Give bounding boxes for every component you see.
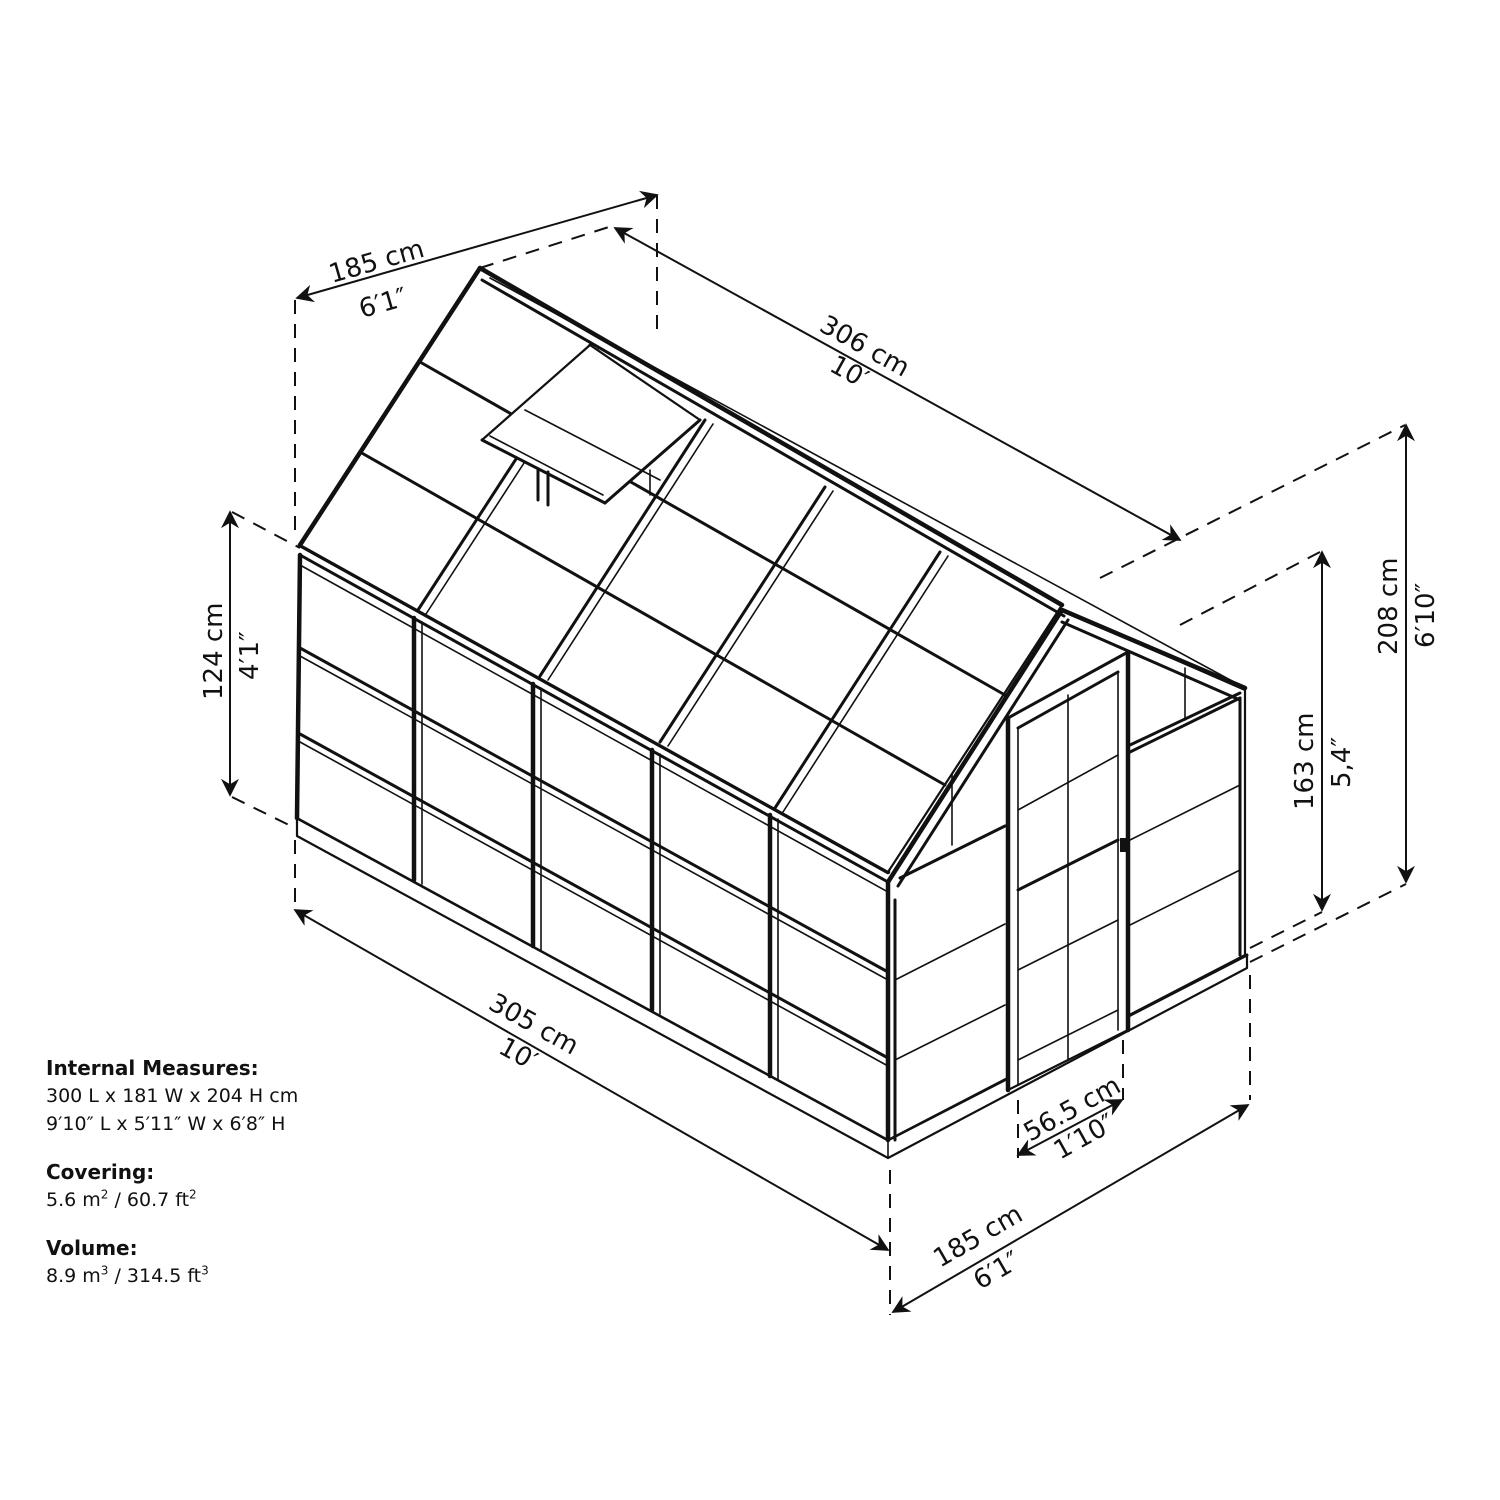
volume-value: 8.9 m3 / 314.5 ft3 (46, 1262, 466, 1290)
door[interactable] (1005, 649, 1131, 1093)
label-wall-height-imperial: 4′1″ (235, 631, 265, 680)
label-wall-height-metric: 124 cm (199, 602, 229, 700)
covering-value: 5.6 m2 / 60.7 ft2 (46, 1186, 466, 1214)
internal-measures: Internal Measures: 300 L x 181 W x 204 H… (46, 1054, 466, 1138)
greenhouse-structure (294, 265, 1249, 1160)
label-door-height-metric: 163 cm (1290, 712, 1320, 810)
specs-panel: Internal Measures: 300 L x 181 W x 204 H… (46, 1054, 466, 1310)
covering-separator: / (108, 1189, 127, 1211)
label-roof-width-imperial: 6′1″ (356, 282, 411, 324)
internal-measures-title: Internal Measures: (46, 1056, 259, 1080)
volume-metric-exp: 3 (100, 1263, 109, 1278)
covering: Covering: 5.6 m2 / 60.7 ft2 (46, 1158, 466, 1214)
internal-measures-imperial: 9′10″ L x 5′11″ W x 6′8″ H (46, 1113, 286, 1135)
door-handle-icon (1120, 838, 1130, 852)
volume-imperial: 314.5 ft (126, 1265, 202, 1287)
dimension-lines (221, 190, 1415, 1315)
label-peak-height-imperial: 6′10″ (1411, 582, 1441, 648)
volume-separator: / (108, 1265, 127, 1287)
label-roof-width-metric: 185 cm (326, 234, 428, 290)
internal-measures-metric: 300 L x 181 W x 204 H cm (46, 1085, 299, 1107)
volume-title: Volume: (46, 1236, 138, 1260)
volume-metric: 8.9 m (46, 1265, 101, 1287)
covering-imperial: 60.7 ft (126, 1189, 190, 1211)
covering-metric-exp: 2 (100, 1187, 109, 1202)
label-door-height-imperial: 5,4″ (1327, 737, 1357, 788)
dimension-labels: 185 cm 6′1″ 306 cm 10′ 124 cm 4′1″ 163 c… (199, 234, 1441, 1296)
volume: Volume: 8.9 m3 / 314.5 ft3 (46, 1234, 466, 1290)
covering-metric: 5.6 m (46, 1189, 101, 1211)
covering-imperial-exp: 2 (189, 1187, 197, 1202)
label-peak-height-metric: 208 cm (1374, 557, 1404, 655)
volume-imperial-exp: 3 (201, 1263, 209, 1278)
covering-title: Covering: (46, 1160, 155, 1184)
